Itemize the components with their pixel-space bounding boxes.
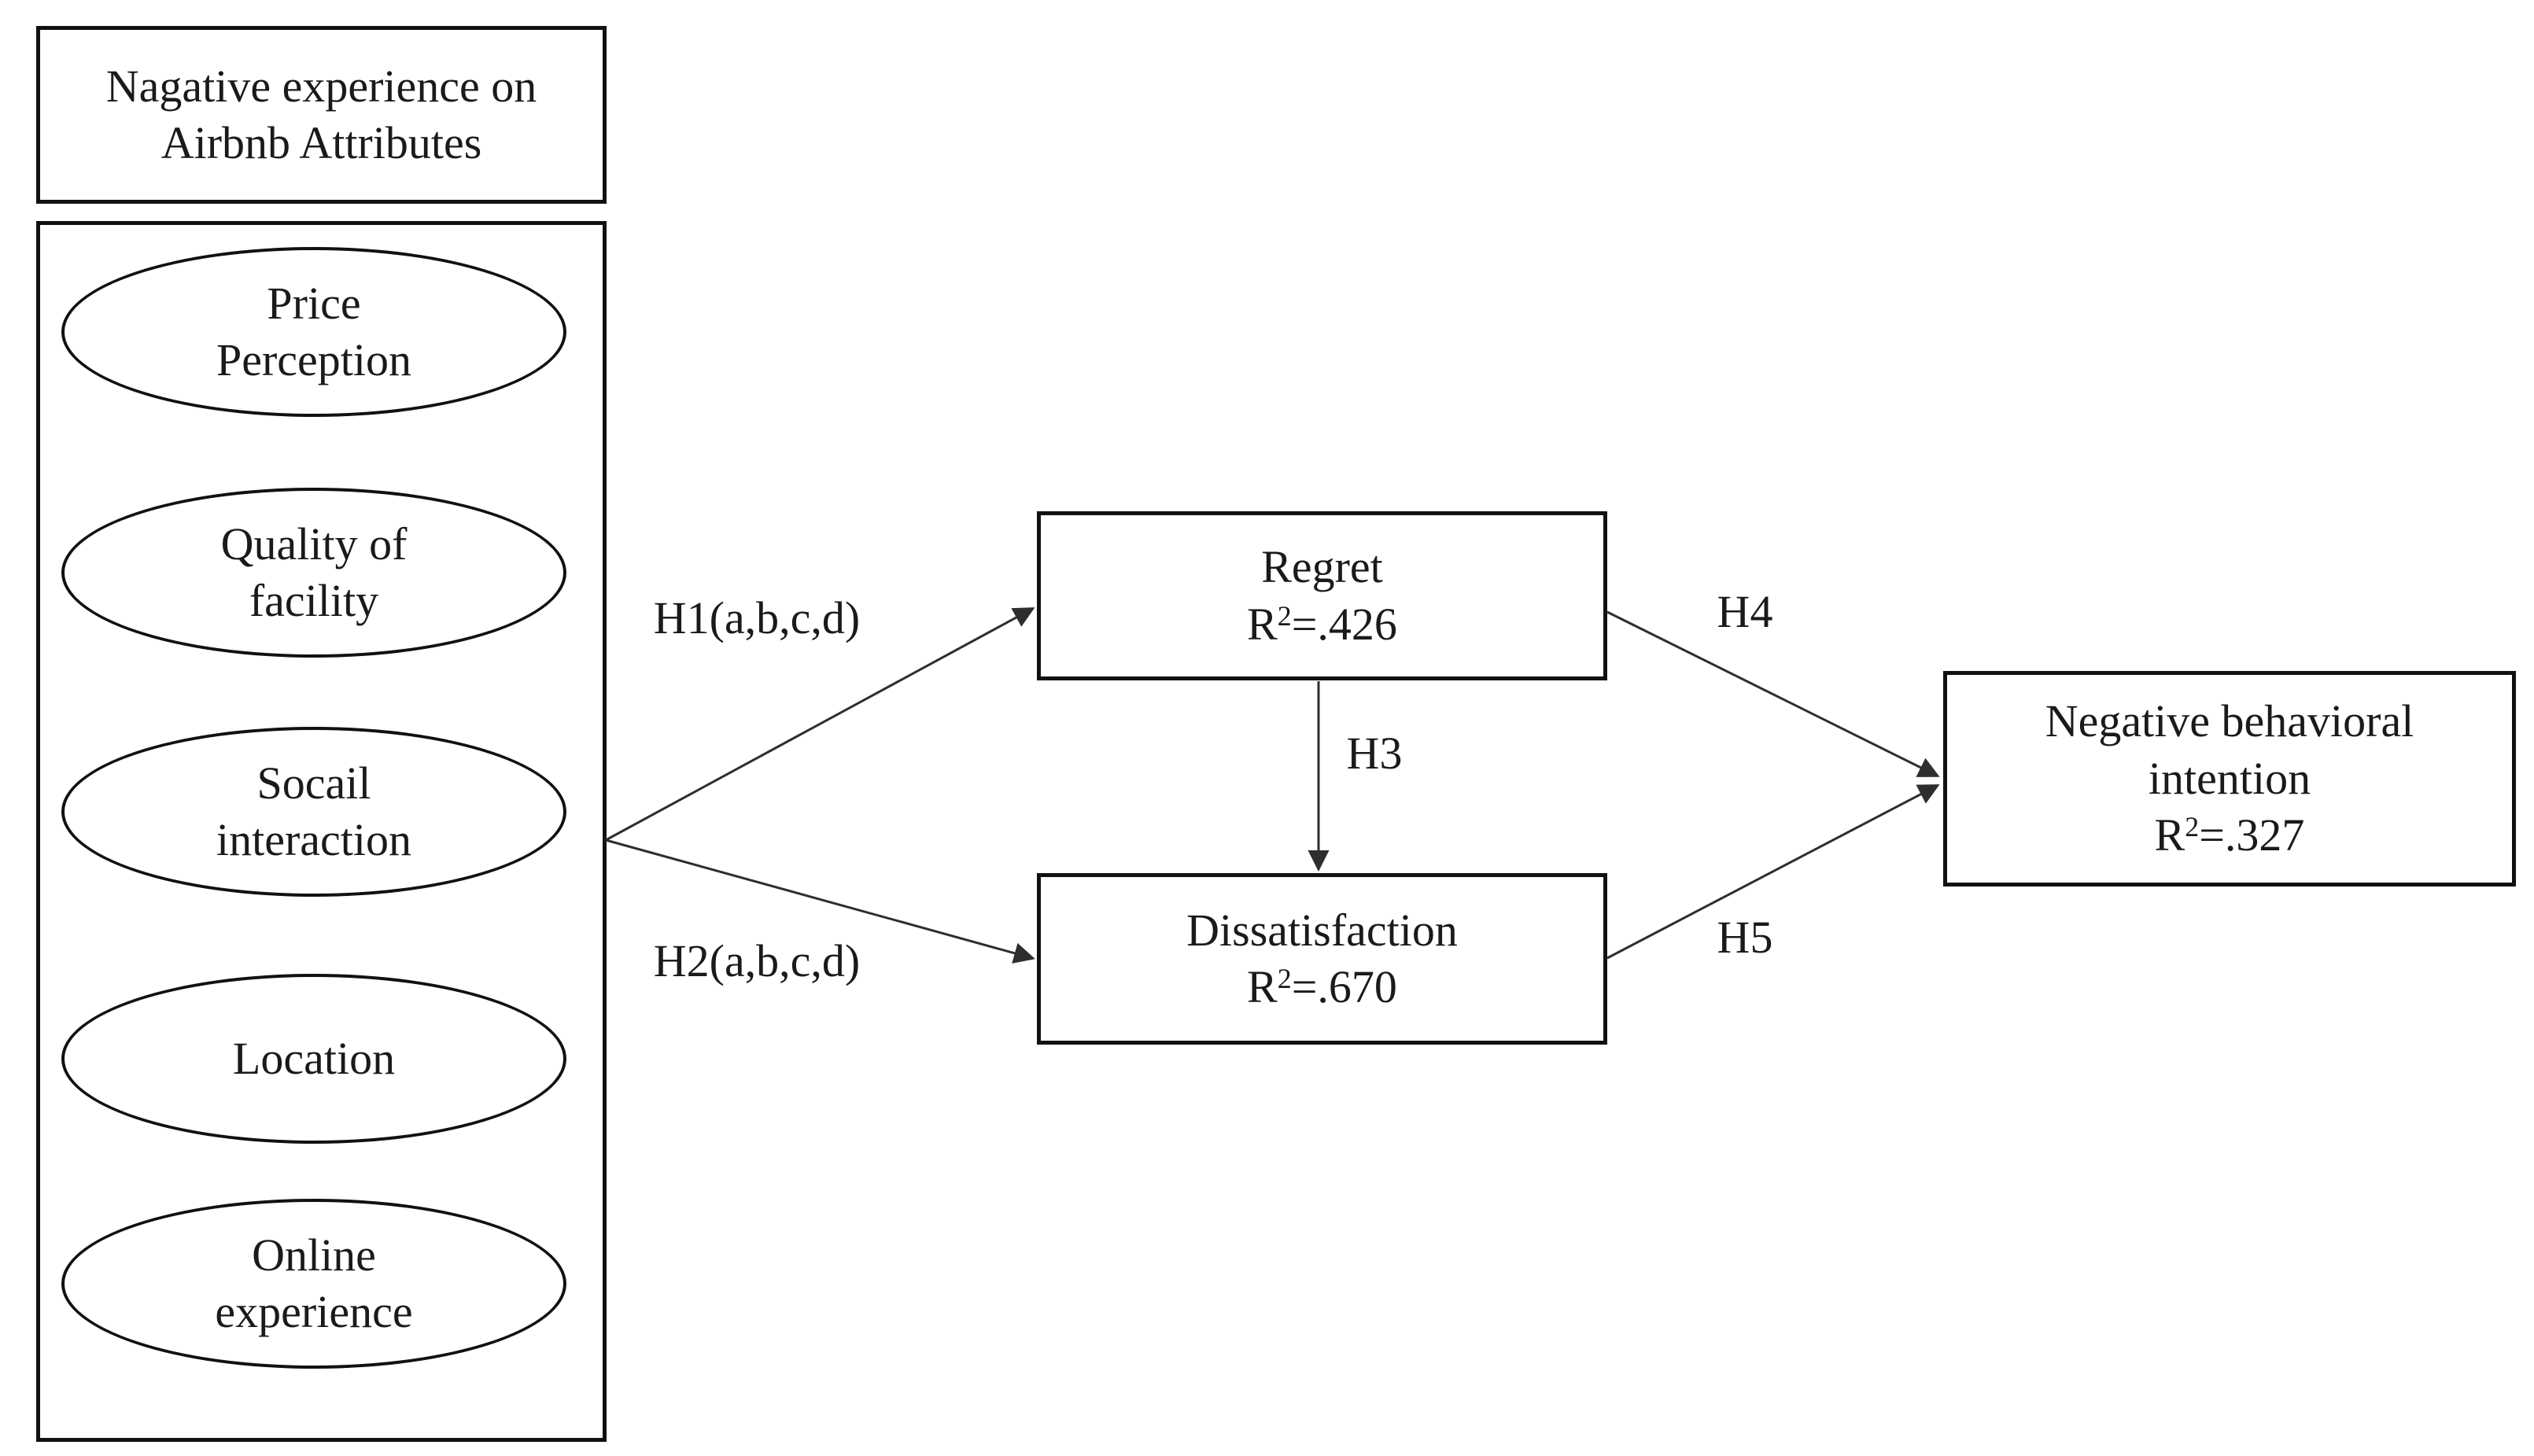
- ellipse-quality-of-facility: Quality of facility: [61, 488, 566, 658]
- ellipse-online-experience-label: Online experience: [215, 1229, 413, 1338]
- attributes-header-box: Nagative experience on Airbnb Attributes: [36, 26, 607, 204]
- attributes-container-box: [36, 221, 607, 1442]
- hypothesis-label-h2: H2(a,b,c,d): [653, 934, 861, 986]
- hypothesis-label-h4: H4: [1717, 585, 1773, 637]
- ellipse-location: Location: [61, 974, 566, 1144]
- dissatisfaction-r2: R2=.670: [1247, 961, 1397, 1012]
- ellipse-online-experience: Online experience: [61, 1199, 566, 1369]
- ellipse-price-perception: Price Perception: [61, 247, 566, 417]
- negative-behavioral-intention-label: Negative behavioral intention: [2045, 695, 2414, 804]
- hypothesis-label-h1: H1(a,b,c,d): [653, 592, 861, 643]
- regret-r2: R2=.426: [1247, 598, 1397, 650]
- ellipse-location-label: Location: [232, 1032, 396, 1084]
- ellipse-quality-of-facility-label: Quality of facility: [220, 518, 408, 627]
- negative-behavioral-intention-box: Negative behavioral intention R2=.327: [1943, 671, 2516, 887]
- ellipse-social-interaction: Socail interaction: [61, 727, 566, 897]
- ellipse-price-perception-label: Price Perception: [216, 277, 412, 386]
- hypothesis-label-h3: H3: [1346, 727, 1403, 779]
- ellipse-social-interaction-label: Socail interaction: [216, 757, 411, 866]
- dissatisfaction-box: Dissatisfaction R2=.670: [1037, 873, 1607, 1045]
- regret-box: Regret R2=.426: [1037, 511, 1607, 680]
- dissatisfaction-label: Dissatisfaction: [1186, 904, 1458, 956]
- hypothesis-label-h5: H5: [1717, 911, 1773, 963]
- regret-label: Regret: [1261, 541, 1383, 592]
- attributes-header-text: Nagative experience on Airbnb Attributes: [105, 60, 537, 169]
- negative-behavioral-intention-r2: R2=.327: [2154, 809, 2305, 861]
